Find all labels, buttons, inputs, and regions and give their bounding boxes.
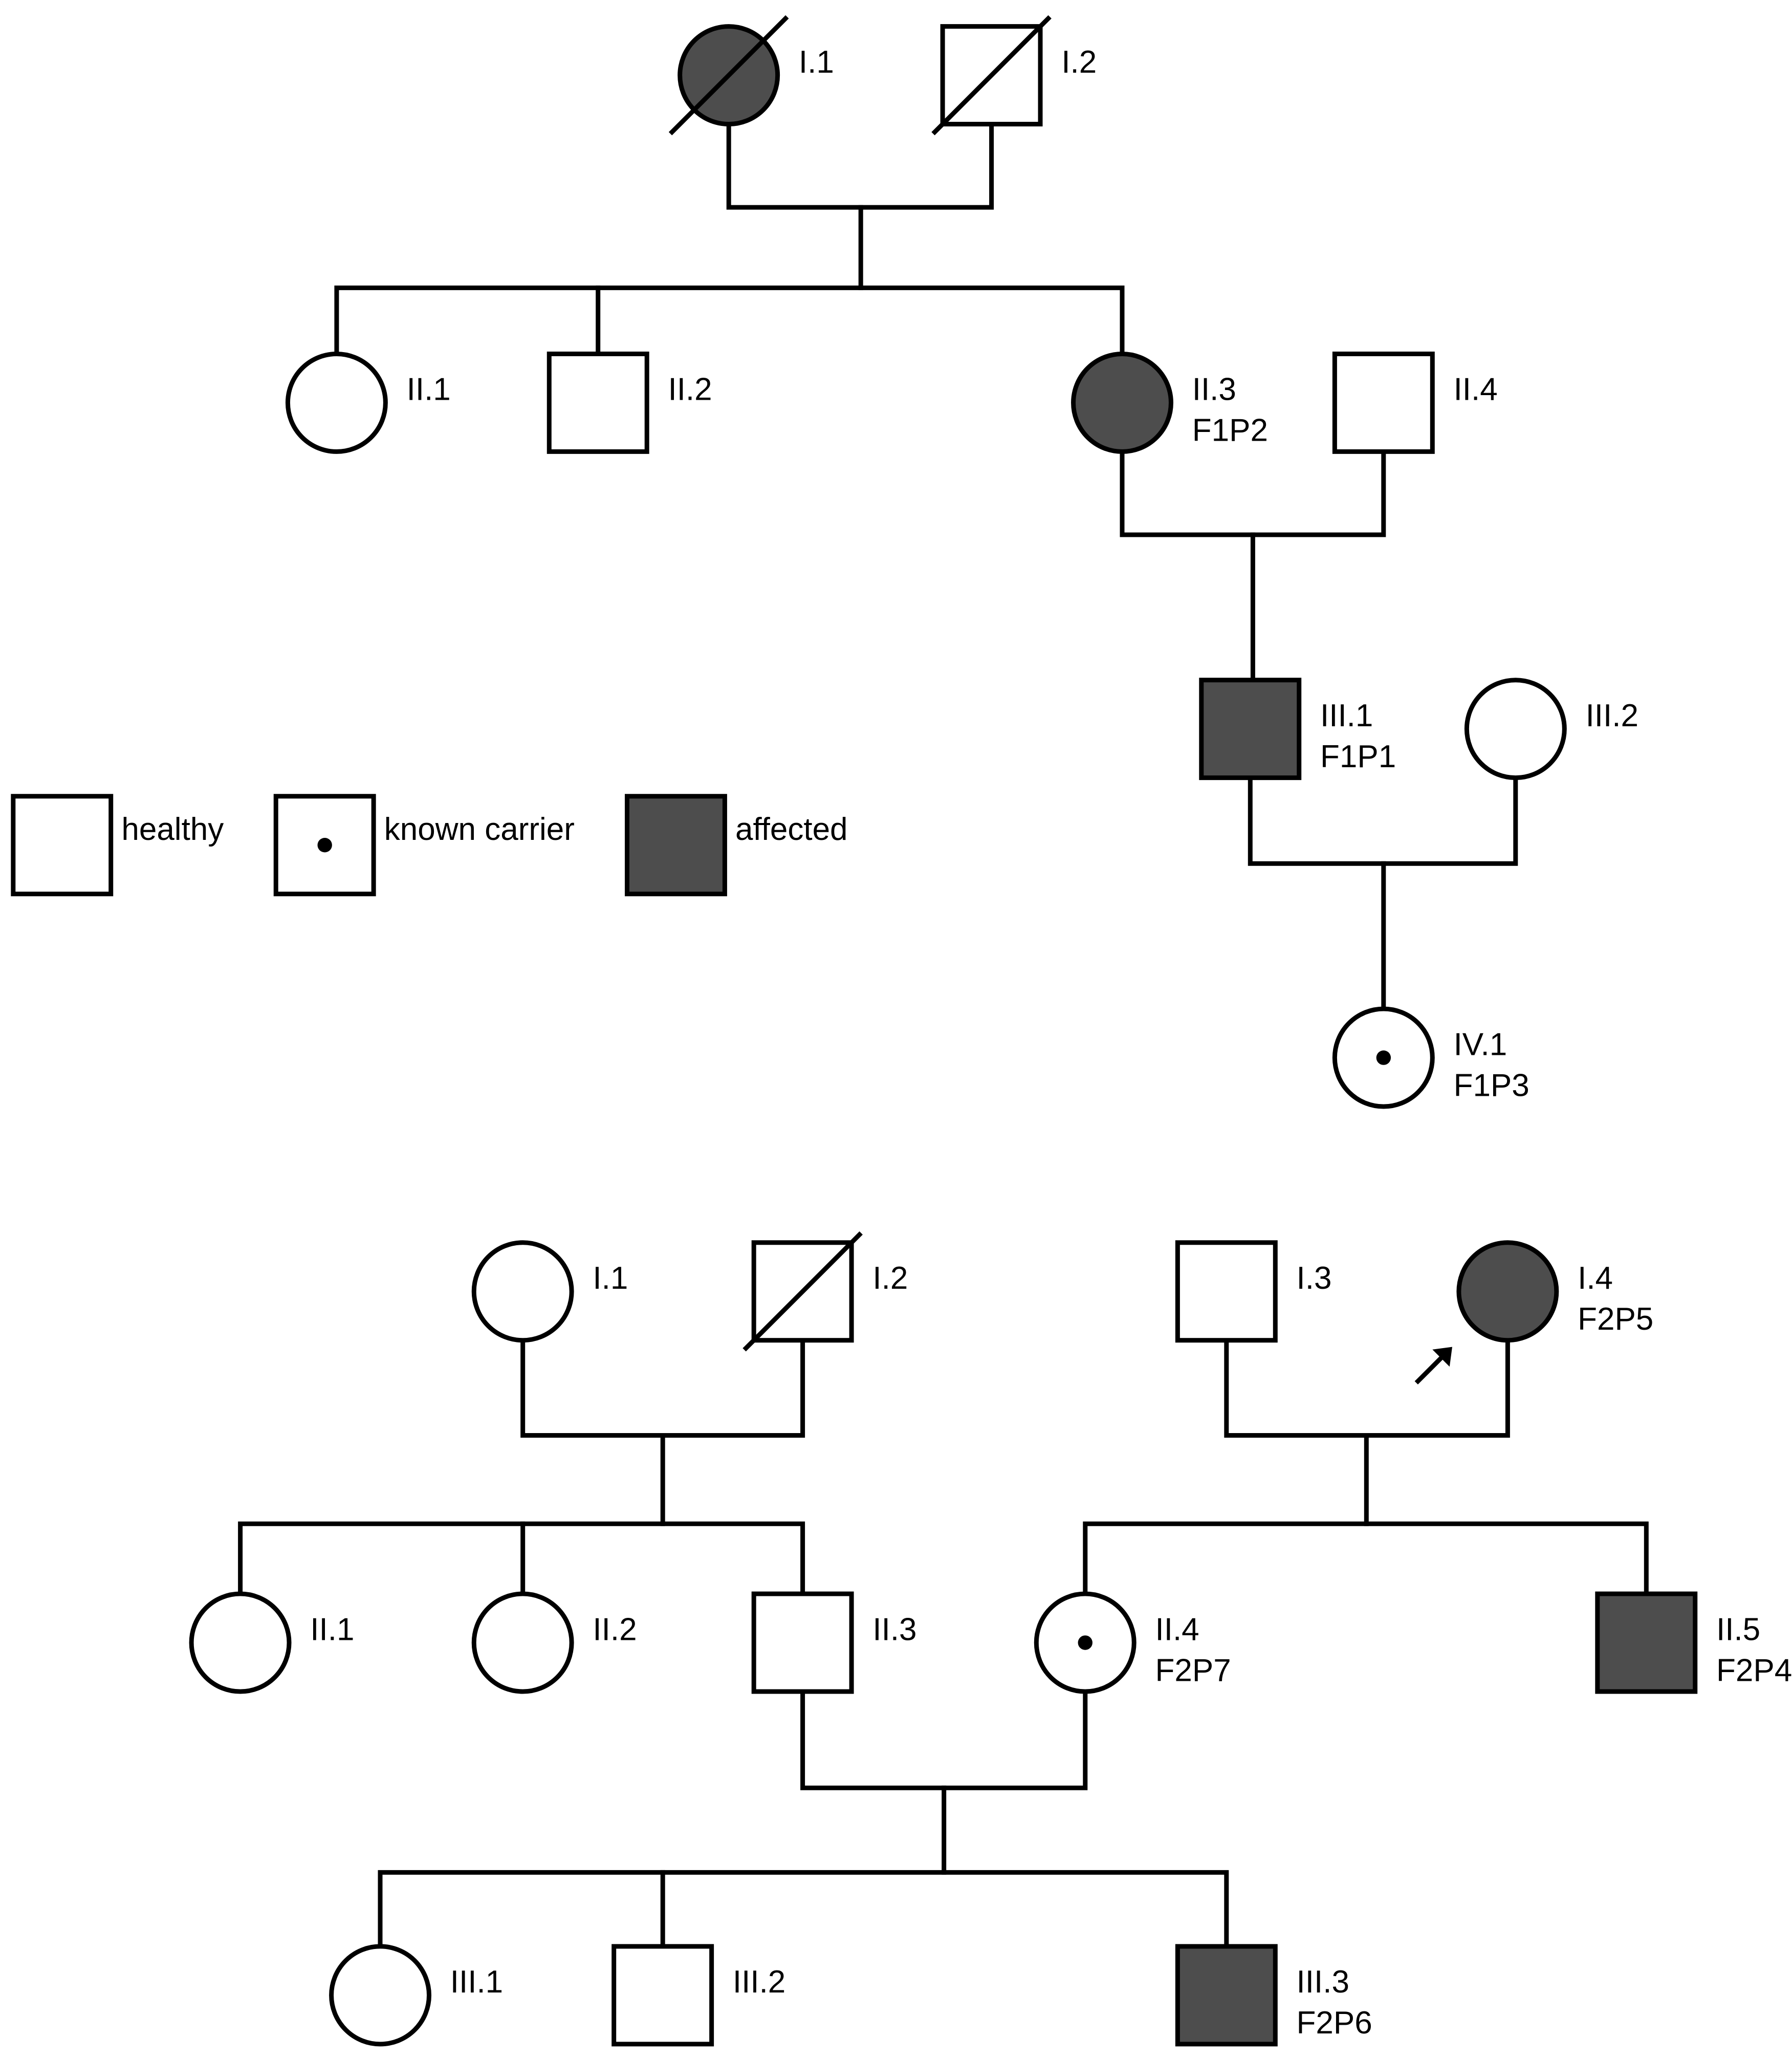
individual-f2-I-3: I.3 [1175,1240,1332,1343]
individual-f2-II-2: II.2 [471,1591,637,1694]
legend: healthy known carrier affected [11,794,848,897]
female-symbol [189,1591,292,1694]
individual-f1-III-2: III.2 [1464,678,1638,781]
male-symbol [1595,1591,1698,1694]
deceased-slash-icon [668,15,789,136]
individual-label: III.3 [1297,1964,1349,2000]
individual-label: I.2 [872,1261,908,1296]
individual-label: II.2 [593,1612,637,1647]
deceased-slash-icon [742,1231,863,1352]
legend-label: affected [735,812,847,847]
individual-label: II.4 [1454,372,1498,407]
individual-label: I.3 [1297,1261,1332,1296]
relationship-line [1083,1521,1649,1596]
relationship-line [726,122,994,210]
male-symbol [1175,1240,1278,1343]
male-symbol [751,1591,854,1694]
relationship-line [378,1870,1229,1949]
individual-label: I.2 [1061,45,1097,80]
relationship-line [334,285,1125,356]
male-symbol [547,351,649,454]
individual-label: II.1 [310,1612,354,1647]
individual-f1-II-4: II.4 [1332,351,1498,454]
individual-code: F2P5 [1578,1302,1653,1337]
relationship-line [800,1689,1088,1790]
individual-f2-II-3: II.3 [751,1591,917,1694]
individual-f1-II-1: II.1 [285,351,451,454]
female-symbol [471,1591,574,1694]
individual-label: II.3 [872,1612,916,1647]
individual-code: F1P1 [1320,739,1396,774]
individual-f1-I-2: I.2 [931,15,1097,136]
individual-label: I.4 [1578,1261,1613,1296]
individual-label: III.1 [1320,698,1373,733]
male-symbol [625,794,727,897]
proband-arrowhead-icon [1432,1347,1452,1367]
individual-label: II.3 [1192,372,1236,407]
legend-item-carrier: known carrier [273,794,575,897]
male-symbol [11,794,114,897]
female-symbol [1456,1240,1559,1343]
male-symbol [1175,1944,1278,2047]
individual-code: F1P2 [1192,413,1268,448]
individual-code: F2P6 [1297,2005,1372,2041]
individual-f1-II-2: II.2 [547,351,712,454]
relationship-line [1224,1338,1510,1438]
female-symbol [1071,351,1173,454]
relationship-line [520,1338,805,1438]
individual-f1-I-1: I.1 [668,15,834,136]
individual-label: II.4 [1155,1612,1199,1647]
relationship-line [1120,449,1386,537]
deceased-slash-icon [931,15,1052,136]
male-symbol [611,1944,714,2047]
individual-label: II.2 [668,372,712,407]
relationship-lines [238,122,1649,1949]
individual-f2-III-1: III.1 [329,1944,503,2047]
individual-label: III.2 [1586,698,1638,733]
individual-code: F2P7 [1155,1653,1231,1688]
female-symbol [1464,678,1567,781]
individual-f2-I-1: I.1 [471,1240,628,1343]
male-symbol [1332,351,1435,454]
individual-f2-III-2: III.2 [611,1944,785,2047]
individual-label: II.1 [407,372,451,407]
individual-f2-I-2: I.2 [742,1231,908,1352]
individual-label: I.1 [593,1261,628,1296]
female-symbol [329,1944,431,2047]
individual-label: II.5 [1716,1612,1760,1647]
female-symbol [471,1240,574,1343]
legend-label: healthy [121,812,224,847]
individual-label: III.2 [733,1964,785,2000]
relationship-line [1248,775,1518,866]
individual-code: F2P4 [1716,1653,1792,1688]
individual-f2-II-1: II.1 [189,1591,354,1694]
carrier-dot-icon [1078,1635,1092,1650]
individual-code: F1P3 [1454,1068,1529,1103]
female-symbol [285,351,388,454]
legend-item-healthy: healthy [11,794,224,897]
carrier-dot-icon [1376,1050,1391,1065]
male-symbol [1199,678,1302,781]
legend-item-affected: affected [625,794,848,897]
individual-label: III.1 [450,1964,503,2000]
legend-label: known carrier [384,812,575,847]
individual-label: I.1 [799,45,834,80]
carrier-dot-icon [317,838,332,853]
individual-label: IV.1 [1454,1027,1507,1062]
